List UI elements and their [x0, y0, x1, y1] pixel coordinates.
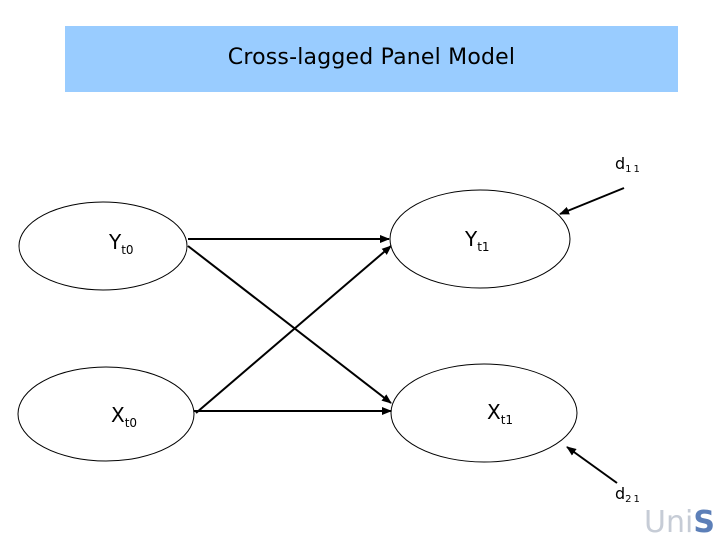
- logo-text-uni: Uni: [644, 505, 694, 540]
- path-y-t0-to-x-t1: [187, 245, 392, 404]
- title-banner: Cross-lagged Panel Model: [65, 26, 678, 92]
- page-title: Cross-lagged Panel Model: [227, 44, 516, 70]
- disturbance-d21-label: d21: [615, 484, 642, 505]
- node-x-t1-label: Xt1: [487, 400, 514, 427]
- path-x-t0-to-y-t1: [195, 245, 392, 414]
- path-d11-to-y-t1: [559, 187, 625, 215]
- node-y-t1-label: Yt1: [465, 227, 490, 254]
- path-d21-to-x-t1: [566, 446, 618, 484]
- disturbance-d11-label: d11: [615, 154, 642, 175]
- node-y-t0-ellipse: [18, 201, 188, 291]
- node-y-t1-ellipse: [389, 189, 571, 289]
- node-x-t1-ellipse: [390, 363, 578, 463]
- node-x-t0-ellipse: [17, 366, 195, 462]
- node-y-t0-label: Yt0: [109, 230, 134, 257]
- unis-logo: UniS: [644, 508, 715, 538]
- node-x-t0-label: Xt0: [111, 403, 138, 430]
- logo-text-s: S: [693, 505, 715, 540]
